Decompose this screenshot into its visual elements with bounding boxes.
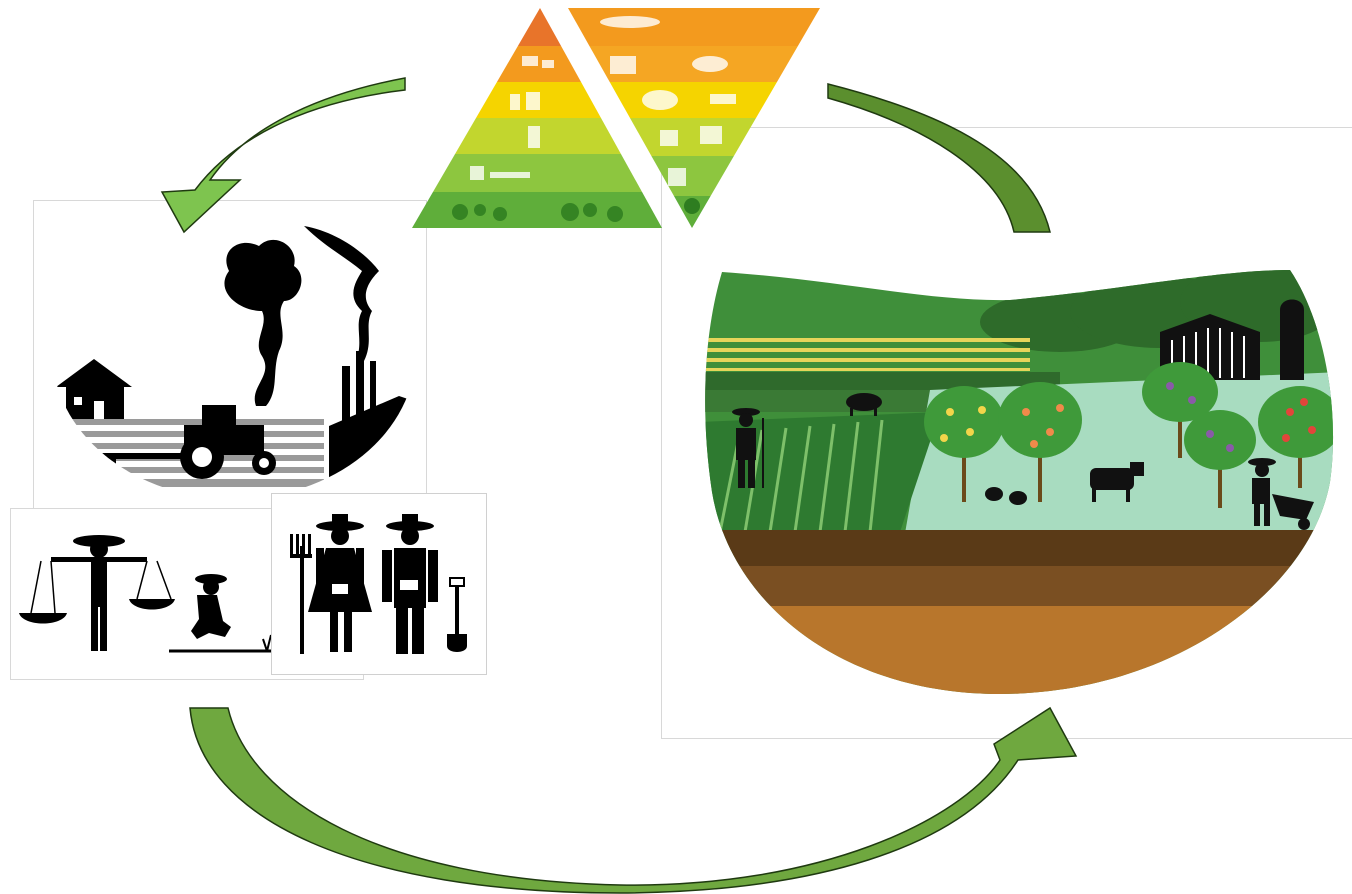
- pitchfork-icon: [290, 534, 312, 654]
- pig-icon: [846, 393, 882, 416]
- farmer-couple-image: [271, 493, 487, 675]
- diverse-farm-image: [700, 262, 1340, 702]
- farmer-with-scales-icon: [19, 535, 175, 651]
- curved-arrow-icon: [827, 83, 1051, 233]
- farmer-with-pitchfork-icon: [732, 408, 764, 488]
- tractor-smoke-icon: [224, 239, 302, 406]
- shovel-icon: [447, 577, 467, 652]
- house-icon: [56, 359, 132, 419]
- factory-smoke-icon: [304, 226, 379, 361]
- tractor-icon: [94, 405, 276, 479]
- soil-layer-mid: [705, 566, 1334, 606]
- curved-arrow-icon: [160, 77, 406, 234]
- chickens-icon: [985, 487, 1027, 505]
- soil-layer-top: [705, 530, 1334, 566]
- farmer-planting-icon: [169, 574, 272, 653]
- industrial-farming-image: [34, 201, 424, 515]
- curved-arrow-icon: [189, 706, 1078, 894]
- orchard-trees-icon: [924, 362, 1334, 508]
- woman-farmer-icon: [308, 514, 372, 652]
- farmer-with-wheelbarrow-icon: [1248, 458, 1314, 530]
- cow-icon: [1090, 462, 1144, 502]
- food-pyramid-image: [410, 6, 822, 232]
- man-farmer-icon: [382, 514, 438, 654]
